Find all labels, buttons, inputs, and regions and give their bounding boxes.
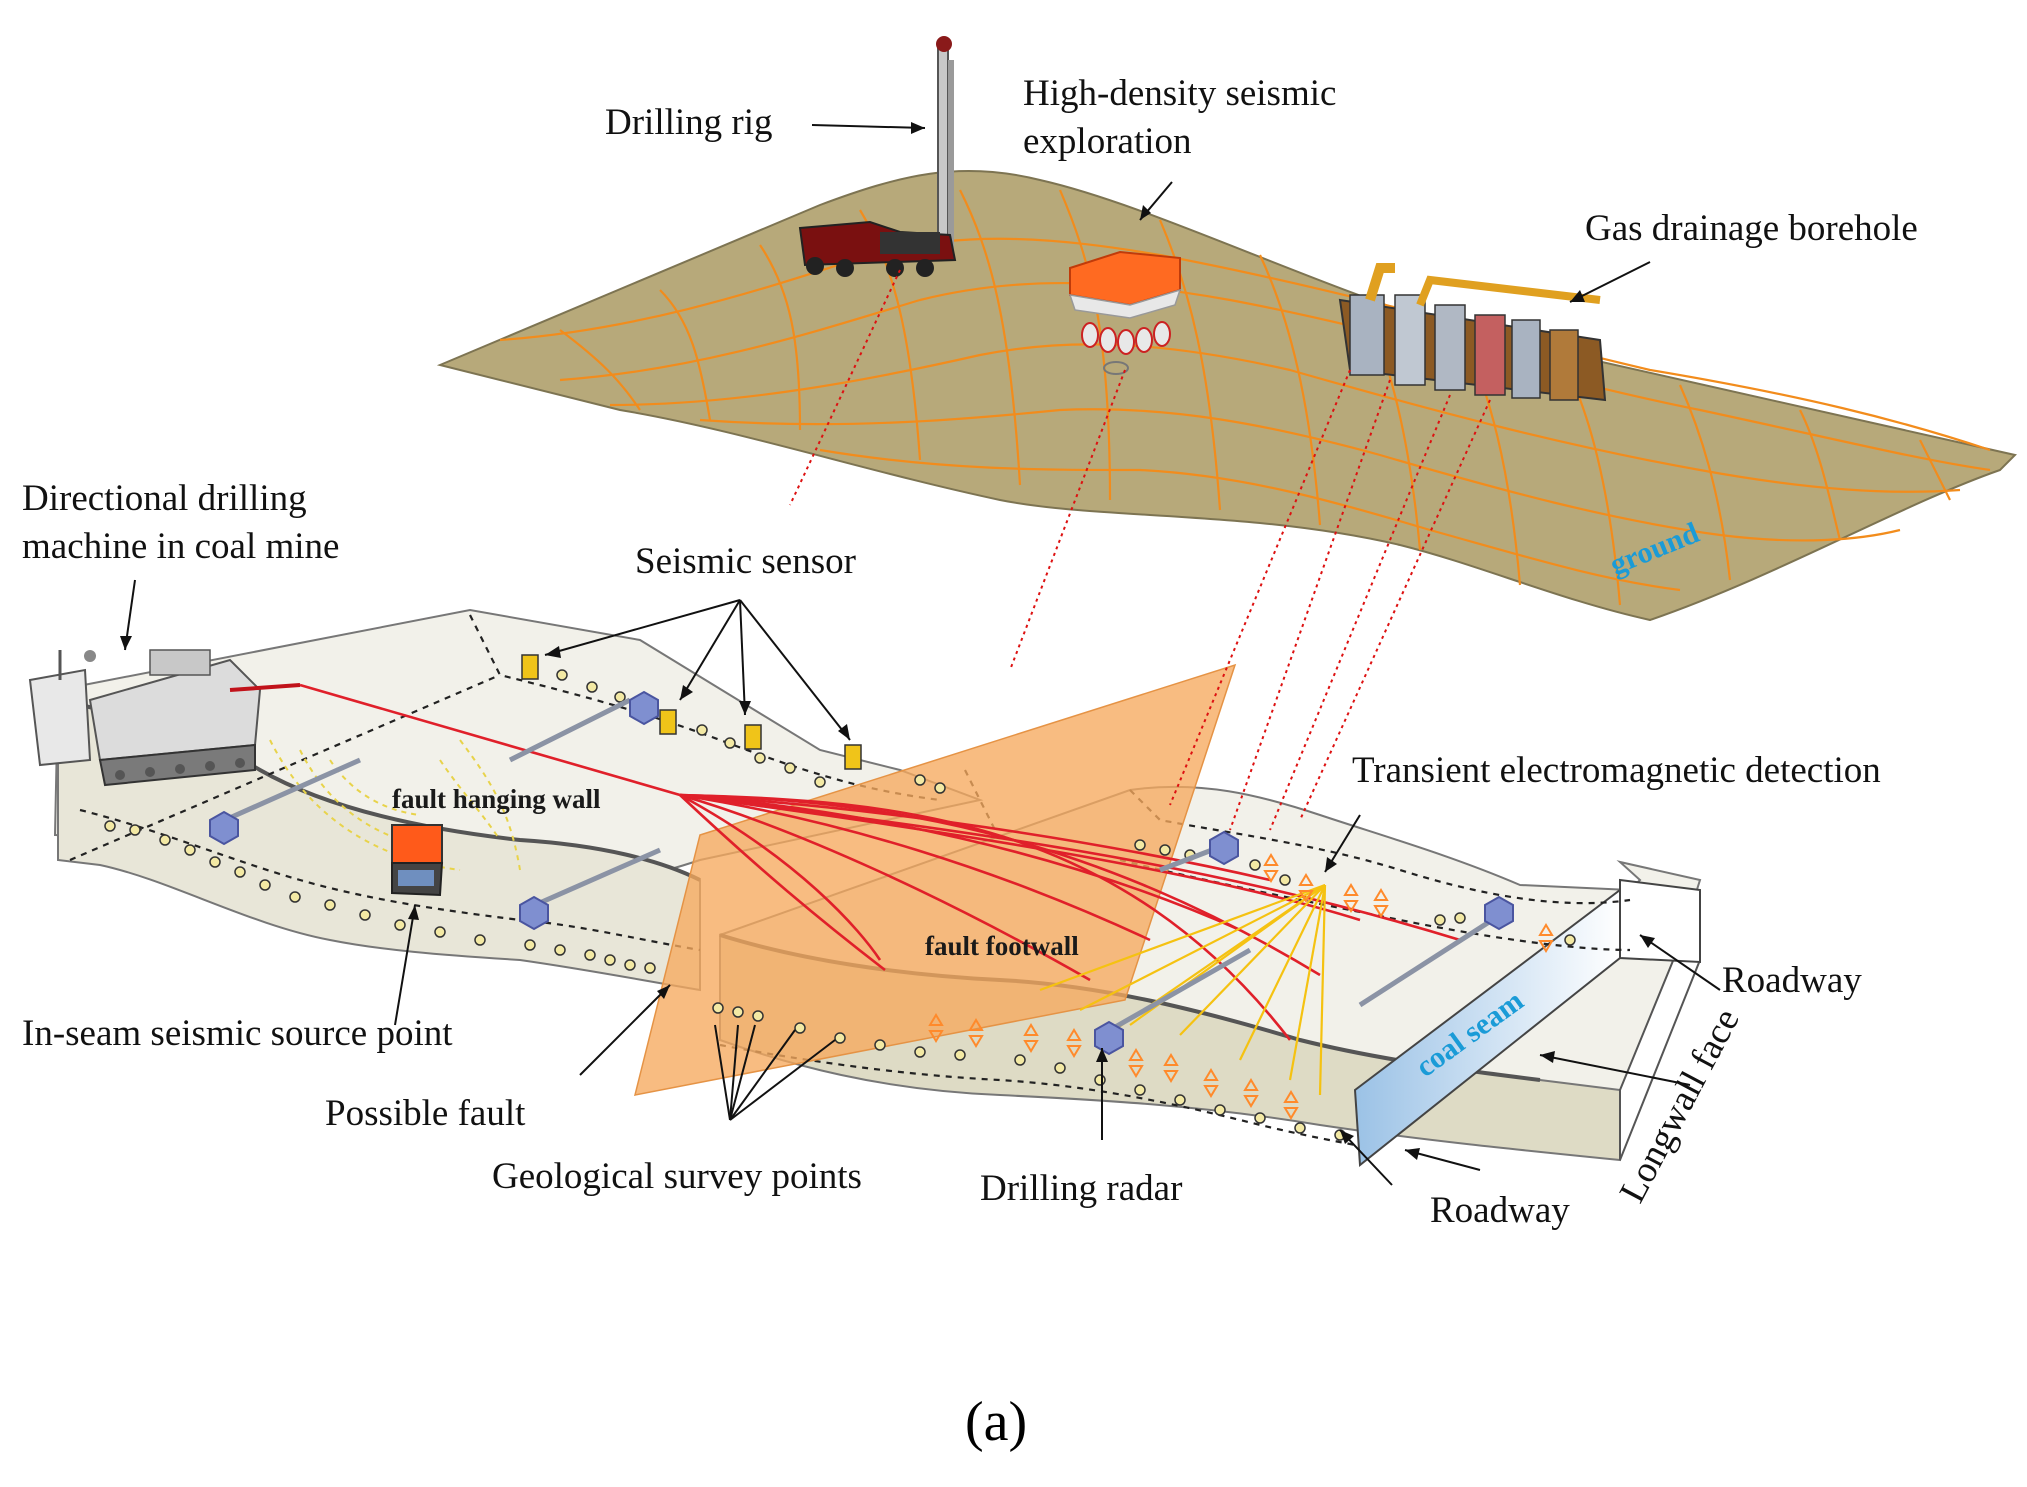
gas-drainage-label: Gas drainage borehole [1585,208,1918,249]
tem-label: Transient electromagnetic detection [1352,750,1881,791]
drilling-rig-label: Drilling rig [605,102,773,143]
tem-lines [1039,883,1327,1096]
fault-hanging-wall-label: fault hanging wall [392,784,601,814]
figure-caption: (a) [965,1391,1027,1453]
directional-drill-icon [28,649,301,787]
radar-icon [209,690,1514,1056]
fault-footwall-label: fault footwall [925,931,1079,961]
tem-markers [928,853,1554,1120]
in-seam-source-label: In-seam seismic source point [22,1013,453,1054]
drilling-rig-icon [798,36,957,277]
hd-seismic-label-line2: exploration [1023,121,1192,162]
annotation-arrows [124,124,1721,1186]
seismic-source-icon [391,824,444,897]
arrow-heads [120,122,1655,1160]
possible-fault-label: Possible fault [325,1093,526,1134]
hd-seismic-label-line1: High-density seismic [1023,73,1336,114]
fault-plane [633,663,1237,1096]
geological-points-label: Geological survey points [492,1156,862,1197]
drilling-radar-label: Drilling radar [980,1168,1182,1209]
directional-label-line2: machine in coal mine [22,526,339,567]
directional-label-line1: Directional drilling [22,478,307,519]
seismic-vibrator-icon [1068,250,1182,375]
roadway-bottom-label: Roadway [1430,1190,1570,1231]
roadway-top-label: Roadway [1722,960,1862,1001]
seismic-sensor-icon [521,654,862,770]
seismic-sensor-label: Seismic sensor [635,541,856,582]
projection-lines [789,269,1491,831]
gas-station-icon [1338,263,1607,402]
